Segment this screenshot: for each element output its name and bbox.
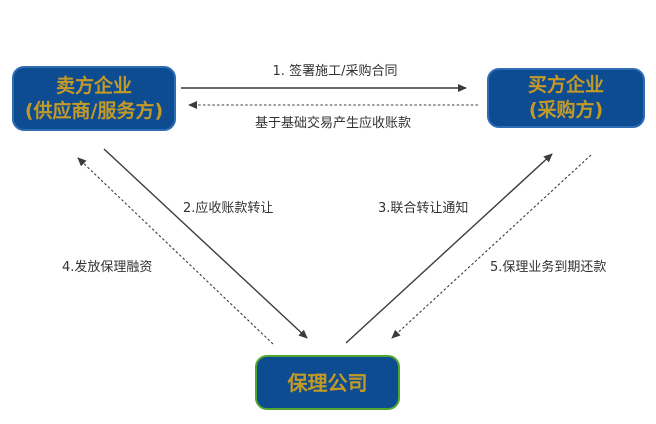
edge-label-factoring-financing: 4.发放保理融资 [62, 260, 153, 275]
arrow-factoring-financing [77, 157, 274, 345]
edge-label-receivable-transfer: 2.应收账款转让 [183, 201, 274, 216]
factoring-company-node: 保理公司 [255, 355, 400, 410]
seller-node-line2: (供应商/服务方) [24, 99, 164, 122]
factoring-company-label: 保理公司 [287, 370, 368, 395]
arrow-receivable-transfer [103, 148, 308, 339]
edge-label-receivable-arises: 基于基础交易产生应收账款 [254, 116, 411, 131]
edge-label-sign-contract: 1. 签署施工/采购合同 [272, 64, 398, 79]
arrow-maturity-repayment [391, 154, 592, 339]
edge-label-maturity-repayment: 5.保理业务到期还款 [490, 260, 607, 275]
edge-label-joint-transfer-notice: 3.联合转让通知 [378, 201, 469, 216]
arrow-joint-transfer-notice [345, 153, 553, 344]
buyer-node-line1: 买方企业 [527, 74, 604, 97]
buyer-node-line2: (采购方) [528, 99, 604, 121]
seller-node-line1: 卖方企业 [55, 74, 132, 97]
seller-node: 卖方企业 (供应商/服务方) [12, 66, 176, 131]
buyer-node: 买方企业 (采购方) [487, 68, 645, 128]
